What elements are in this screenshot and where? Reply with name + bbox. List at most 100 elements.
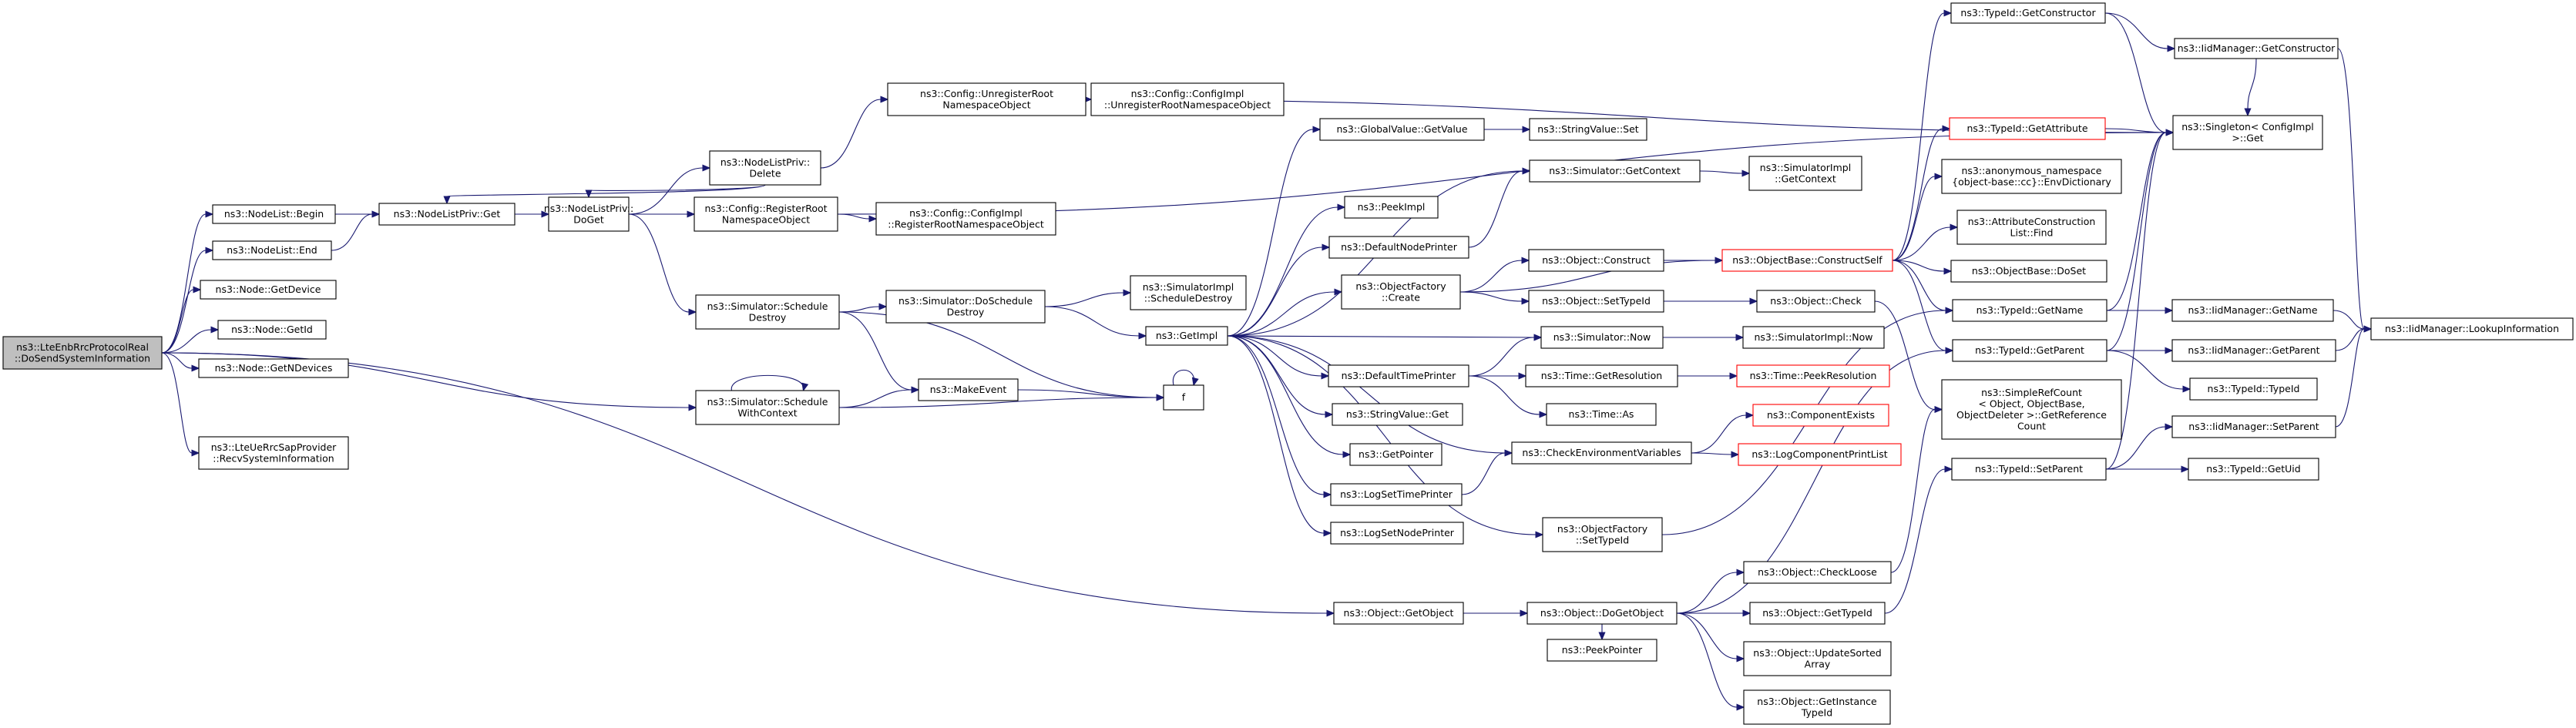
edge-arrowhead	[443, 196, 451, 205]
node-objfactory-create[interactable]: ns3::ObjectFactory::Create	[1341, 274, 1461, 310]
edge-line	[820, 99, 882, 169]
edge-nlp-get-to-nlp-doget	[515, 210, 550, 218]
node-peekpointer[interactable]: ns3::PeekPointer	[1547, 639, 1657, 662]
node-object-getobject[interactable]: ns3::Object::GetObject	[1333, 602, 1464, 625]
node-stringvalue-set[interactable]: ns3::StringValue::Set	[1529, 118, 1647, 141]
node-iidmgr-getconstructor[interactable]: ns3::IidManager::GetConstructor	[2174, 38, 2339, 59]
edge-line	[1892, 176, 1936, 261]
node-simimpl-now[interactable]: ns3::SimulatorImpl::Now	[1742, 326, 1885, 349]
node-sim-getcontext[interactable]: ns3::Simulator::GetContext	[1529, 159, 1701, 183]
node-sim-schedule-destroy[interactable]: ns3::Simulator::ScheduleDestroy	[695, 294, 840, 330]
node-logcomponentprintlist[interactable]: ns3::LogComponentPrintList	[1738, 443, 1902, 466]
node-objfactory-settypeid[interactable]: ns3::ObjectFactory::SetTypeId	[1542, 517, 1663, 552]
node-cfgimpl-reg[interactable]: ns3::Config::ConfigImpl::RegisterRootNam…	[875, 202, 1056, 236]
node-root[interactable]: ns3::LteEnbRrcProtocolReal::DoSendSystem…	[2, 336, 163, 370]
node-object-dogetobject[interactable]: ns3::Object::DoGetObject	[1526, 602, 1678, 625]
node-object-checkloose[interactable]: ns3::Object::CheckLoose	[1743, 561, 1892, 584]
node-label: Array	[1805, 658, 1831, 669]
node-singleton-get[interactable]: ns3::Singleton< ConfigImpl>::Get	[2172, 115, 2323, 150]
node-time-getresolution[interactable]: ns3::Time::GetResolution	[1525, 364, 1678, 387]
edge-line	[1227, 129, 1314, 337]
node-stringvalue-get[interactable]: ns3::StringValue::Get	[1332, 403, 1463, 426]
node-globalvalue-getvalue[interactable]: ns3::GlobalValue::GetValue	[1319, 118, 1485, 141]
node-nl-begin[interactable]: ns3::NodeList::Begin	[212, 204, 336, 224]
node-iidmgr-setparent[interactable]: ns3::IidManager::SetParent	[2171, 415, 2336, 438]
node-object-gettypeid[interactable]: ns3::Object::GetTypeId	[1749, 602, 1886, 625]
edge-getimpl-to-getpointer	[1227, 335, 1352, 458]
node-cfg-unreg[interactable]: ns3::Config::UnregisterRootNamespaceObje…	[887, 82, 1086, 116]
node-getpointer[interactable]: ns3::GetPointer	[1349, 443, 1442, 466]
node-label: ns3::anonymous_namespace	[1962, 165, 2102, 176]
edge-line	[1227, 335, 1506, 454]
node-componentexists[interactable]: ns3::ComponentExists	[1752, 404, 1889, 427]
node-simplerefcount[interactable]: ns3::SimpleRefCount< Object, ObjectBase,…	[1941, 379, 2122, 440]
node-iidmgr-lookupinfo[interactable]: ns3::IidManager::LookupInformation	[2370, 317, 2574, 341]
node-logsettimeprinter[interactable]: ns3::LogSetTimePrinter	[1330, 483, 1463, 506]
node-typeid-setparent[interactable]: ns3::TypeId::SetParent	[1951, 458, 2107, 481]
node-typeid-getuid[interactable]: ns3::TypeId::GetUid	[2188, 458, 2319, 481]
node-cfgimpl-unreg[interactable]: ns3::Config::ConfigImpl::UnregisterRootN…	[1090, 82, 1285, 116]
edge-line	[1227, 206, 1338, 337]
edge-arrowhead	[1943, 9, 1953, 17]
node-simimpl-schedule-destroy[interactable]: ns3::SimulatorImpl::ScheduleDestroy	[1130, 275, 1247, 310]
node-defaulttimeprinter[interactable]: ns3::DefaultTimePrinter	[1328, 364, 1469, 387]
edge-getimpl-to-logsetnodeprinter	[1227, 335, 1332, 537]
edge-line	[1459, 291, 1523, 302]
node-cfg-reg[interactable]: ns3::Config::RegisterRootNamespaceObject	[694, 196, 838, 232]
node-typeid-getparent[interactable]: ns3::TypeId::GetParent	[1952, 339, 2107, 362]
node-objbase-doset[interactable]: ns3::ObjectBase::DoSet	[1950, 260, 2107, 283]
node-typeid-typeid[interactable]: ns3::TypeId::TypeId	[2189, 377, 2318, 401]
node-node-getdevice[interactable]: ns3::Node::GetDevice	[200, 280, 337, 300]
node-node-getndevices[interactable]: ns3::Node::GetNDevices	[198, 358, 349, 378]
node-defaultnodeprinter[interactable]: ns3::DefaultNodePrinter	[1328, 236, 1469, 259]
node-nl-end[interactable]: ns3::NodeList::End	[212, 240, 332, 260]
node-makeevent[interactable]: ns3::MakeEvent	[918, 378, 1019, 401]
node-objbase-constructself[interactable]: ns3::ObjectBase::ConstructSelf	[1721, 249, 1893, 272]
node-node-getid[interactable]: ns3::Node::GetId	[217, 320, 327, 340]
node-logsetnodeprinter[interactable]: ns3::LogSetNodePrinter	[1330, 522, 1464, 545]
edge-line	[161, 352, 1328, 614]
node-typeid-getname[interactable]: ns3::TypeId::GetName	[1952, 299, 2107, 322]
node-simimpl-getcontext[interactable]: ns3::SimulatorImpl::GetContext	[1748, 156, 1862, 191]
node-sim-now[interactable]: ns3::Simulator::Now	[1540, 326, 1664, 349]
node-box	[1319, 118, 1485, 141]
node-label: ns3::LogSetTimePrinter	[1340, 488, 1453, 500]
node-nlp-get[interactable]: ns3::NodeListPriv::Get	[378, 203, 516, 226]
node-nlp-delete[interactable]: ns3::NodeListPriv::Delete	[709, 150, 821, 186]
node-f[interactable]: f	[1163, 384, 1204, 411]
node-typeid-getattribute[interactable]: ns3::TypeId::GetAttribute	[1949, 117, 2106, 140]
node-getimpl[interactable]: ns3::GetImpl	[1145, 326, 1228, 346]
node-object-check[interactable]: ns3::Object::Check	[1756, 290, 1876, 313]
node-nlp-doget[interactable]: ns3::NodeListPriv::DoGet	[544, 196, 633, 232]
node-label: ns3::DefaultTimePrinter	[1342, 370, 1457, 381]
node-iidmgr-getname[interactable]: ns3::IidManager::GetName	[2171, 299, 2334, 322]
node-label: ns3::Config::UnregisterRoot	[920, 88, 1053, 99]
node-iidmgr-getparent[interactable]: ns3::IidManager::GetParent	[2171, 339, 2336, 362]
node-label: ::GetContext	[1775, 173, 1836, 184]
node-anon-envdictionary[interactable]: ns3::anonymous_namespace{object-base::cc…	[1941, 159, 2122, 194]
edge-cfg-reg-to-cfgimpl-reg	[837, 213, 878, 223]
node-object-construct[interactable]: ns3::Object::Construct	[1528, 249, 1664, 272]
node-checkenv[interactable]: ns3::CheckEnvironmentVariables	[1511, 441, 1692, 465]
node-box	[1941, 159, 2122, 194]
node-time-as[interactable]: ns3::Time::As	[1546, 403, 1657, 426]
edge-objbase-constructself-to-objbase-doset	[1892, 260, 1953, 275]
edge-objbase-constructself-to-typeid-getparent	[1892, 260, 1954, 354]
node-time-peekresolution[interactable]: ns3::Time::PeekResolution	[1736, 364, 1890, 387]
node-label: ns3::LteEnbRrcProtocolReal	[16, 341, 149, 353]
node-typeid-getconstructor[interactable]: ns3::TypeId::GetConstructor	[1950, 2, 2106, 24]
node-peekimpl[interactable]: ns3::PeekImpl	[1344, 196, 1439, 219]
node-object-settypeid[interactable]: ns3::Object::SetTypeId	[1528, 290, 1664, 313]
node-lteue-recv[interactable]: ns3::LteUeRrcSapProvider::RecvSystemInfo…	[198, 436, 349, 470]
edge-arrowhead	[1535, 531, 1544, 538]
edge-getimpl-to-checkenv	[1227, 335, 1513, 457]
node-box	[378, 203, 516, 226]
node-box	[1540, 326, 1664, 349]
edge-defaulttimeprinter-to-time-as	[1468, 375, 1548, 418]
edge-getimpl-to-globalvalue-getvalue	[1227, 126, 1322, 337]
